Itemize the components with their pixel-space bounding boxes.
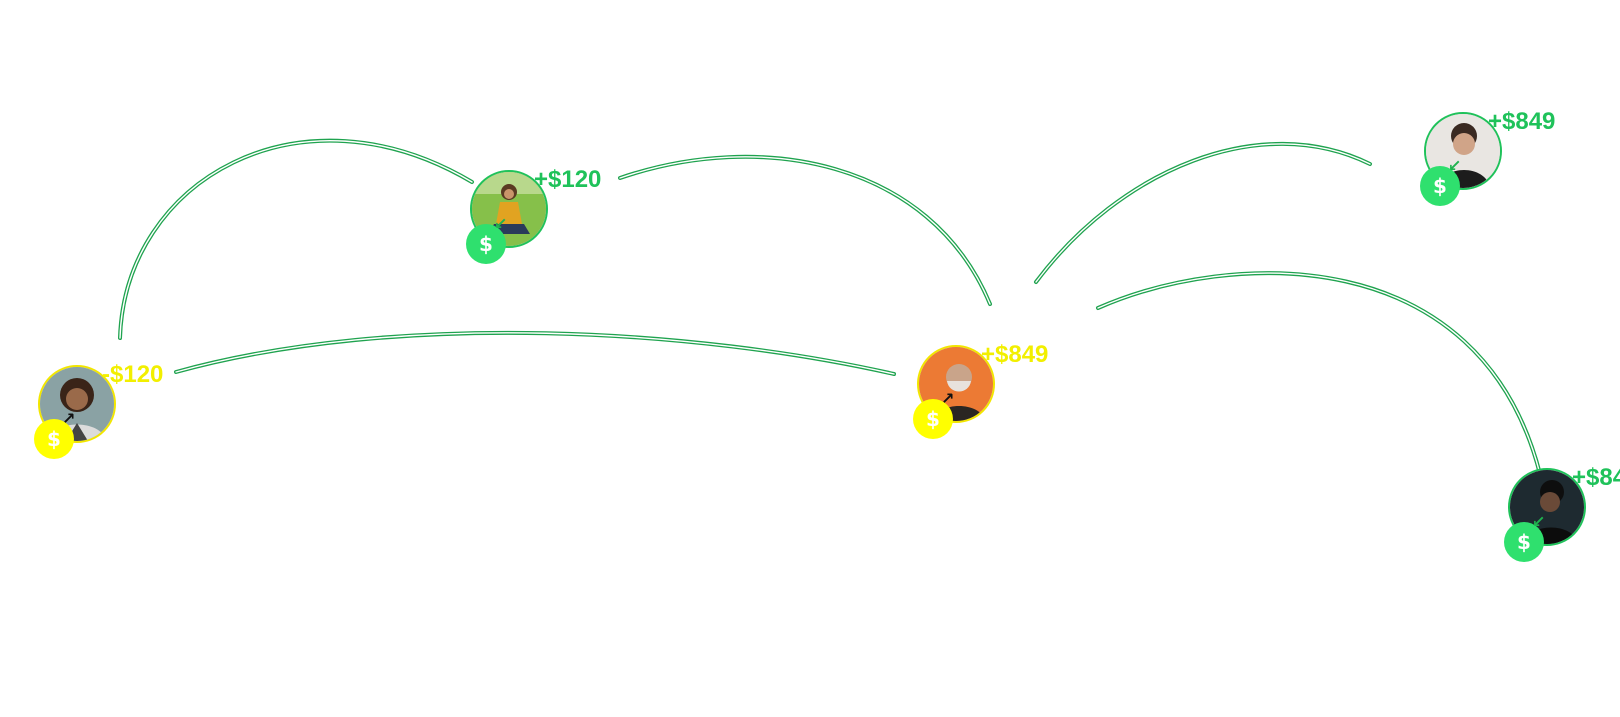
incoming-arrow-icon: ↙ [1532, 514, 1545, 530]
flow-arc-p1-p2 [120, 141, 472, 338]
incoming-arrow-icon: ↙ [494, 216, 507, 232]
amount-label: +$849 [981, 341, 1048, 369]
amount-label: -$120 [102, 361, 163, 389]
person-node-1[interactable]: $ ↗ -$120 [38, 365, 116, 443]
person-node-2[interactable]: $ ↙ +$120 [470, 170, 548, 248]
flow-arc-p3-p4 [1036, 144, 1370, 282]
flow-arc-p1-p3 [176, 333, 894, 374]
person-node-3[interactable]: $ ↗ +$849 [917, 345, 995, 423]
amount-label: +$849 [1488, 108, 1555, 136]
person-node-4[interactable]: $ ↙ +$849 [1424, 112, 1502, 190]
outgoing-arrow-icon: ↗ [62, 411, 75, 427]
outgoing-arrow-icon: ↗ [941, 391, 954, 407]
flow-arc-p3-p5 [1098, 273, 1540, 474]
amount-label: +$849 [1572, 464, 1620, 492]
amount-label: +$120 [534, 166, 601, 194]
flow-arc-p2-p3 [620, 157, 990, 304]
incoming-arrow-icon: ↙ [1448, 158, 1461, 174]
person-node-5[interactable]: $ ↙ +$849 [1508, 468, 1586, 546]
